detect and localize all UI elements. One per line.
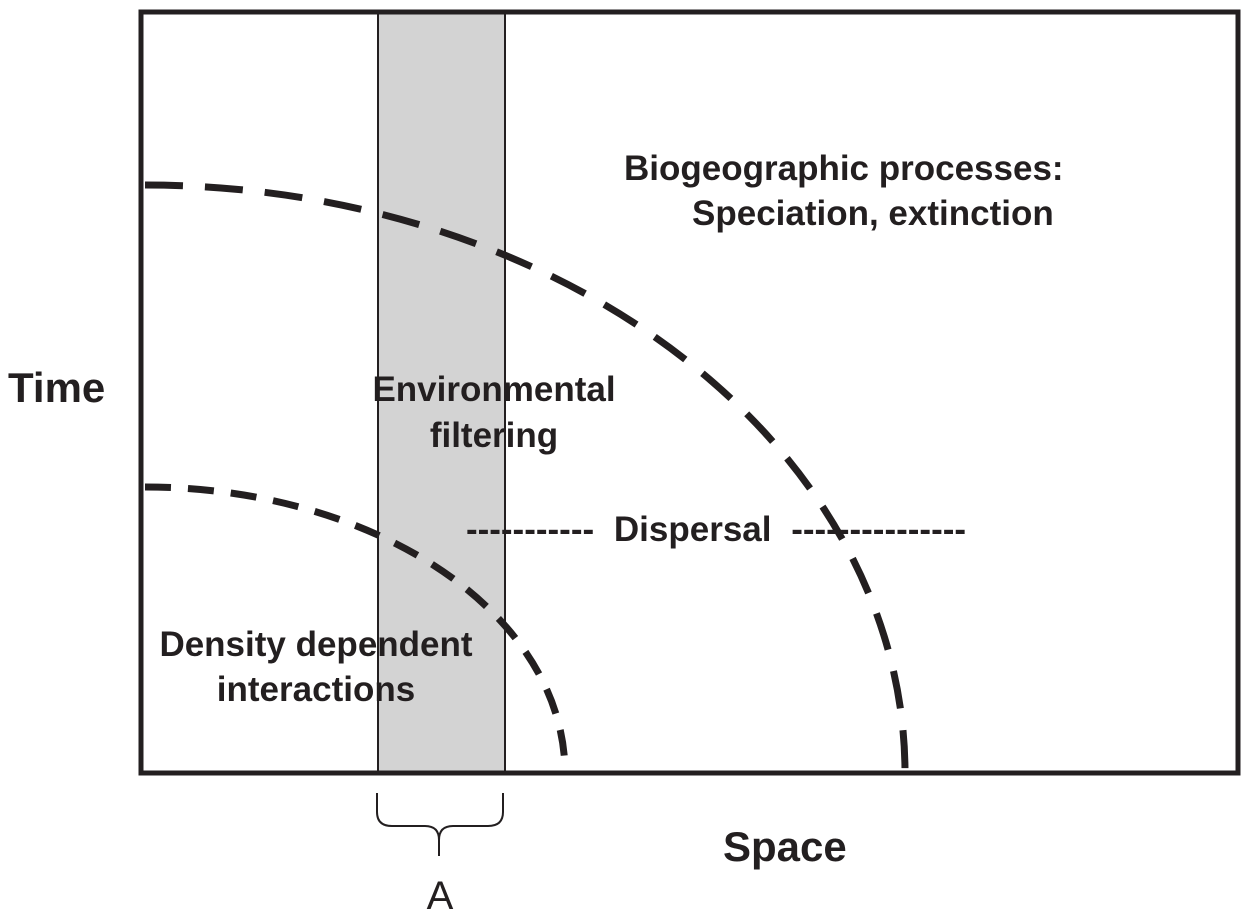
band-label-line2: filtering (430, 416, 558, 455)
inner-region-label-line1: Density dependent (159, 625, 472, 664)
outer-region-label-line2: Speciation, extinction (692, 194, 1054, 233)
band-label-line1: Environmental (372, 370, 615, 409)
x-axis-label: Space (723, 823, 847, 870)
plot-frame (138, 9, 1241, 776)
outer-region-label-line1: Biogeographic processes: (624, 149, 1064, 188)
inner-process-boundary-arc (144, 483, 569, 774)
brace-label: A (427, 874, 454, 917)
dispersal-right-dashes: --------------- (791, 510, 966, 549)
outer-process-boundary-arc (144, 181, 909, 774)
environmental-filtering-band (377, 11, 506, 774)
y-axis-label: Time (8, 364, 105, 411)
band-brace (376, 793, 504, 856)
dispersal-left-dashes: ----------- (466, 510, 594, 549)
dispersal-text: Dispersal (614, 510, 772, 549)
inner-region-label-line2: interactions (217, 670, 415, 709)
dispersal-label: ----------- Dispersal --------------- (466, 510, 966, 549)
